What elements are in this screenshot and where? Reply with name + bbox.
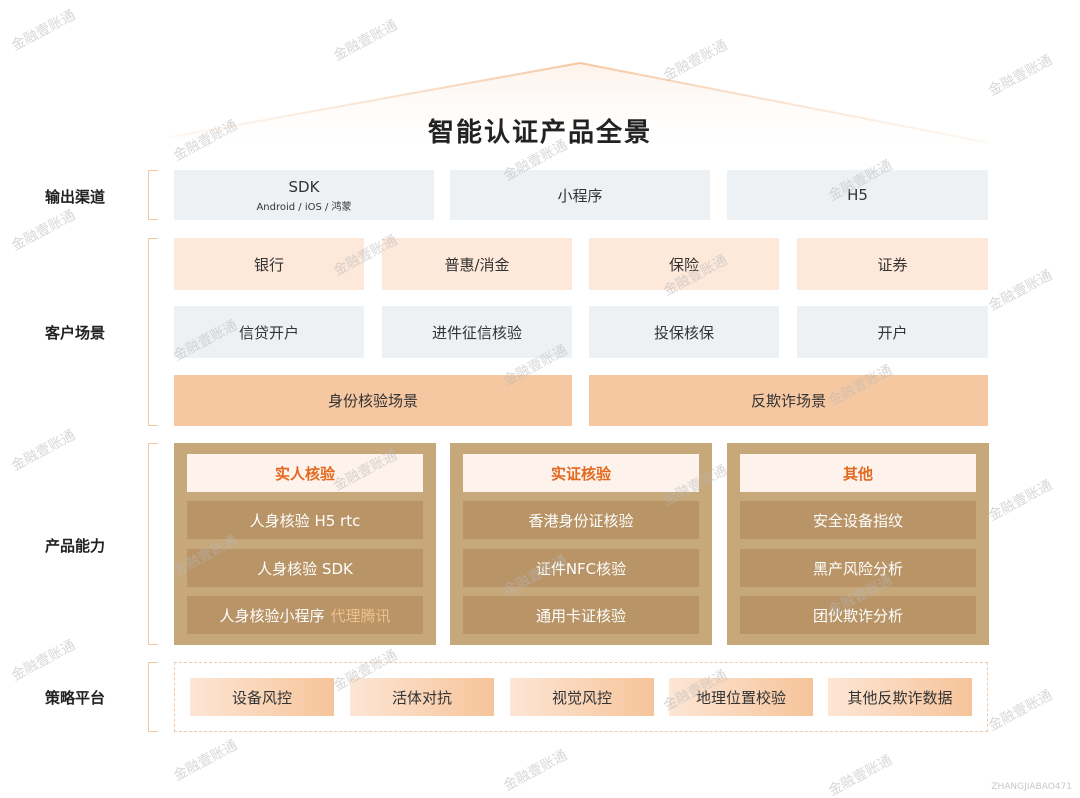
watermark: 金融壹账通 — [985, 52, 1056, 100]
watermark: 金融壹账通 — [500, 747, 571, 795]
capability-item-text: 证件NFC核验 — [535, 559, 627, 578]
capability-item: 安全设备指纹 — [740, 501, 976, 539]
capability-item: 通用卡证核验 — [463, 596, 699, 634]
capability-item-text: 人身核验 H5 rtc — [249, 511, 361, 530]
channel-mini-program: 小程序 — [450, 170, 710, 220]
corner-watermark: ZHANGJIABAO471 — [991, 782, 1072, 792]
strategy-device-risk: 设备风控 — [190, 678, 334, 716]
capability-item: 人身核验 H5 rtc — [187, 501, 423, 539]
scenario-industry-consumer-finance: 普惠/消金 — [382, 238, 572, 290]
scenario-category-anti-fraud: 反欺诈场景 — [589, 375, 988, 426]
capability-item-text: 人身核验 SDK — [257, 559, 353, 578]
watermark: 金融壹账通 — [8, 427, 79, 475]
capability-item-text: 香港身份证核验 — [528, 511, 634, 530]
capability-panel-title: 实证核验 — [463, 454, 699, 492]
strategy-other-fraud-data: 其他反欺诈数据 — [828, 678, 972, 716]
capability-item: 人身核验 SDK — [187, 549, 423, 587]
bracket-scenario — [148, 238, 158, 426]
capability-item-text: 黑产风险分析 — [812, 559, 903, 578]
scenario-industry-insurance: 保险 — [589, 238, 779, 290]
roof-outline — [170, 62, 990, 155]
scenario-industry-securities: 证券 — [797, 238, 988, 290]
strategy-liveness-attack: 活体对抗 — [350, 678, 494, 716]
watermark: 金融壹账通 — [8, 7, 79, 55]
capability-panel-title: 实人核验 — [187, 454, 423, 492]
channel-sdk: SDK Android / iOS / 鸿蒙 — [174, 170, 434, 220]
capability-item-suffix: 代理腾讯 — [330, 606, 391, 625]
capability-item: 证件NFC核验 — [463, 549, 699, 587]
watermark: 金融壹账通 — [8, 207, 79, 255]
scenario-industry-bank: 银行 — [174, 238, 364, 290]
channel-sdk-label: SDK — [288, 177, 320, 196]
capability-panel-title: 其他 — [740, 454, 976, 492]
row-label-scenario: 客户场景 — [44, 324, 105, 342]
bracket-strategy — [148, 662, 158, 732]
watermark: 金融壹账通 — [985, 687, 1056, 735]
scenario-usecase-underwriting: 投保核保 — [589, 306, 779, 358]
capability-item: 人身核验小程序代理腾讯 — [187, 596, 423, 634]
capability-item: 香港身份证核验 — [463, 501, 699, 539]
strategy-visual-risk: 视觉风控 — [510, 678, 654, 716]
row-label-strategy: 策略平台 — [44, 689, 105, 707]
row-label-channel: 输出渠道 — [44, 188, 105, 206]
capability-item-text: 人身核验小程序 — [219, 606, 325, 625]
scenario-usecase-account-opening: 开户 — [797, 306, 988, 358]
capability-panel-liveness: 实人核验 人身核验 H5 rtc 人身核验 SDK 人身核验小程序代理腾讯 — [174, 443, 436, 645]
watermark: 金融壹账通 — [170, 737, 241, 785]
channel-sdk-platforms: Android / iOS / 鸿蒙 — [256, 201, 352, 213]
channel-h5: H5 — [727, 170, 988, 220]
capability-item-text: 安全设备指纹 — [812, 511, 903, 530]
capability-item-text: 通用卡证核验 — [535, 606, 626, 625]
capability-panel-other: 其他 安全设备指纹 黑产风险分析 团伙欺诈分析 — [727, 443, 989, 645]
capability-panel-document: 实证核验 香港身份证核验 证件NFC核验 通用卡证核验 — [450, 443, 712, 645]
strategy-frame — [174, 662, 988, 732]
capability-item: 黑产风险分析 — [740, 549, 976, 587]
bracket-capability — [148, 443, 158, 645]
row-label-capability: 产品能力 — [44, 537, 105, 555]
watermark: 金融壹账通 — [985, 267, 1056, 315]
scenario-usecase-credit-check: 进件征信核验 — [382, 306, 572, 358]
scenario-category-identity: 身份核验场景 — [174, 375, 572, 426]
watermark: 金融壹账通 — [8, 637, 79, 685]
capability-item-text: 团伙欺诈分析 — [812, 606, 903, 625]
strategy-geolocation: 地理位置校验 — [669, 678, 813, 716]
page-title: 智能认证产品全景 — [427, 118, 652, 148]
scenario-usecase-credit-account: 信贷开户 — [174, 306, 364, 358]
watermark: 金融壹账通 — [985, 477, 1056, 525]
bracket-channel — [148, 170, 158, 220]
capability-item: 团伙欺诈分析 — [740, 596, 976, 634]
watermark: 金融壹账通 — [825, 752, 896, 798]
